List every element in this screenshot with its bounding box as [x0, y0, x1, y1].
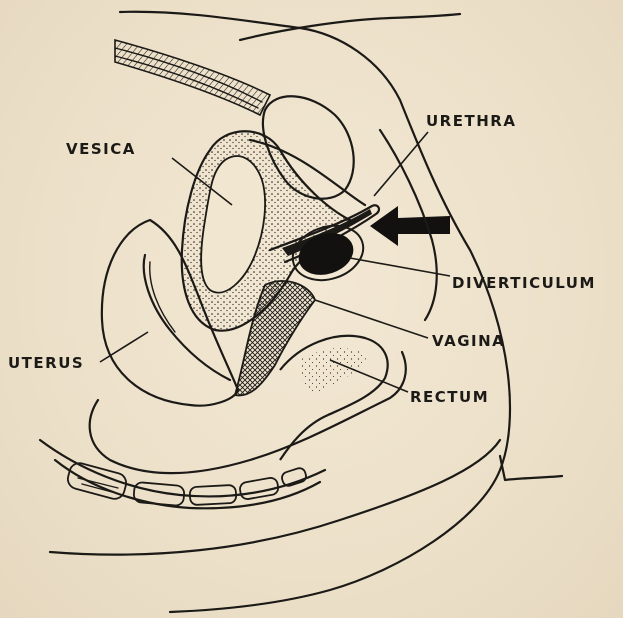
label-diverticulum: DIVERTICULUM	[452, 274, 596, 292]
sacrum-vertebrae	[40, 440, 325, 508]
leader-urethra	[374, 132, 428, 196]
outer-skin-lower	[50, 440, 500, 555]
label-vagina: VAGINA	[432, 332, 505, 350]
label-vesica: VESICA	[66, 140, 136, 158]
label-rectum: RECTUM	[410, 388, 489, 406]
skin-fold-lower-right	[500, 456, 562, 480]
leader-vagina	[315, 300, 428, 338]
pubic-outline	[240, 14, 460, 40]
abdominal-wall-muscle	[115, 40, 270, 115]
arrow-left-icon	[370, 206, 450, 246]
label-uterus: UTERUS	[8, 354, 84, 372]
rectum	[280, 336, 388, 460]
label-urethra: URETHRA	[426, 112, 516, 130]
